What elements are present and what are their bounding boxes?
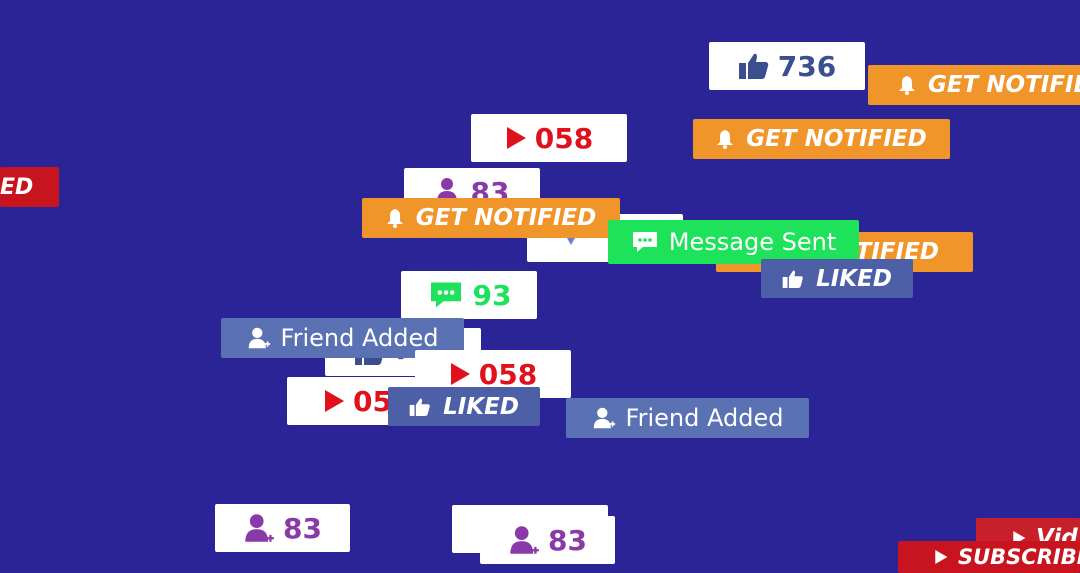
comment-count: 93 [472,278,512,312]
thumbs-up-icon [738,52,770,80]
liked-label: LIKED [816,265,892,292]
friend-added-badge[interactable]: Friend Added [221,318,464,358]
video-count: 058 [478,357,538,391]
message-sent-label: Message Sent [668,228,837,256]
add-user-icon [247,326,271,350]
subscribed-badge[interactable]: ED [0,167,59,207]
friend-added-label: Friend Added [280,324,439,352]
friend-count: 83 [283,511,322,545]
friend-count-badge[interactable]: 83 [215,504,350,552]
add-user-icon [592,406,616,430]
add-user-icon [243,512,275,544]
bell-icon [386,208,404,228]
play-icon [505,126,527,150]
message-sent-badge[interactable]: Message Sent [608,220,859,264]
thumbs-up-icon [409,397,431,417]
video-count: 058 [534,121,594,155]
subscribe-label: SUBSCRIBE [958,545,1080,569]
play-icon [934,549,948,565]
like-count-badge[interactable]: 736 [709,42,865,90]
friend-count: 83 [548,523,587,557]
comment-icon [631,230,659,254]
comment-count-badge[interactable]: 93 [401,271,537,319]
get-notified-label: GET NOTIFIED [415,205,597,231]
video-count-badge[interactable]: 058 [471,114,627,162]
get-notified-label: GET NOTIFIED [746,126,927,152]
friend-count-badge[interactable]: 83 [480,516,615,564]
friend-added-badge[interactable]: Friend Added [566,398,809,438]
thumbs-up-icon [782,269,804,289]
play-icon [449,362,471,386]
comment-icon [427,280,465,310]
liked-label: LIKED [443,393,519,420]
liked-badge[interactable]: LIKED [761,259,913,298]
get-notified-badge[interactable]: GET NOTIFIED [693,119,950,159]
bell-icon [716,129,734,149]
get-notified-label: GET NOTIFIED [928,72,1080,98]
subscribed-label: ED [0,174,34,200]
subscribe-badge[interactable]: SUBSCRIBE [898,541,1080,573]
liked-badge[interactable]: LIKED [388,387,540,426]
get-notified-badge[interactable]: GET NOTIFIED [362,198,620,238]
bell-icon [898,75,916,95]
get-notified-badge[interactable]: GET NOTIFIED [868,65,1080,105]
play-icon [323,389,345,413]
add-user-icon [508,524,540,556]
friend-added-label: Friend Added [625,404,784,432]
like-count: 736 [777,49,837,83]
video-count: 05 [353,384,392,418]
